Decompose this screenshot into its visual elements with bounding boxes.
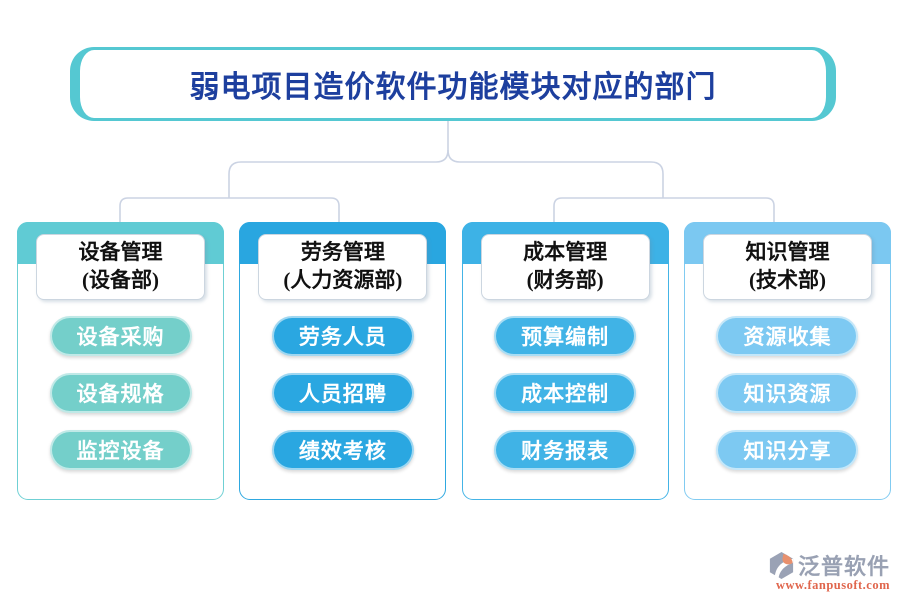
module-department: (财务部) — [526, 268, 604, 292]
watermark-brand-row: 泛普软件 — [767, 549, 890, 581]
feature-pill: 成本控制 — [494, 373, 637, 413]
feature-pill: 知识分享 — [716, 430, 859, 470]
connector-left-arm — [228, 149, 449, 198]
module-cards-row: 设备管理 (设备部) 设备采购 设备规格 监控设备 劳务管理 (人力资源部) 劳… — [17, 222, 891, 500]
connector-left-fork — [119, 197, 340, 222]
card-header: 知识管理 (技术部) — [702, 234, 872, 300]
watermark-url: www.fanpusoft.com — [775, 578, 890, 592]
feature-pill: 预算编制 — [494, 316, 637, 356]
feature-list: 设备采购 设备规格 监控设备 — [18, 316, 223, 470]
module-department: (技术部) — [748, 268, 826, 292]
card-header: 劳务管理 (人力资源部) — [258, 234, 428, 300]
connector-right-fork — [553, 197, 775, 222]
module-name: 成本管理 — [523, 240, 608, 264]
module-name: 设备管理 — [78, 240, 163, 264]
diagram-title-box: 弱电项目造价软件功能模块对应的部门 — [70, 47, 836, 121]
feature-pill: 设备规格 — [49, 373, 192, 413]
module-card-knowledge: 知识管理 (技术部) 资源收集 知识资源 知识分享 — [683, 222, 891, 500]
feature-pill: 劳务人员 — [271, 316, 414, 356]
module-card-equipment: 设备管理 (设备部) 设备采购 设备规格 监控设备 — [17, 222, 224, 500]
module-name: 知识管理 — [745, 240, 830, 264]
module-department: (设备部) — [82, 268, 159, 292]
module-card-cost: 成本管理 (财务部) 预算编制 成本控制 财务报表 — [461, 222, 669, 500]
diagram-title: 弱电项目造价软件功能模块对应的部门 — [189, 71, 717, 104]
card-header: 成本管理 (财务部) — [480, 234, 650, 300]
feature-pill: 知识资源 — [716, 373, 859, 413]
module-department: (人力资源部) — [283, 268, 403, 292]
feature-list: 资源收集 知识资源 知识分享 — [685, 316, 890, 470]
feature-pill: 监控设备 — [49, 430, 192, 470]
watermark: 泛普软件 www.fanpusoft.com — [767, 549, 890, 593]
feature-pill: 财务报表 — [494, 430, 637, 470]
watermark-brand: 泛普软件 — [797, 554, 890, 579]
feature-pill: 设备采购 — [49, 316, 192, 356]
feature-pill: 绩效考核 — [271, 430, 414, 470]
connector-right-arm — [447, 149, 664, 198]
feature-pill: 资源收集 — [716, 316, 859, 356]
card-header: 设备管理 (设备部) — [36, 234, 205, 300]
module-name: 劳务管理 — [300, 240, 385, 264]
fanpu-logo-icon — [769, 551, 794, 579]
feature-list: 预算编制 成本控制 财务报表 — [463, 316, 668, 470]
module-card-labor: 劳务管理 (人力资源部) 劳务人员 人员招聘 绩效考核 — [239, 222, 447, 500]
feature-pill: 人员招聘 — [271, 373, 414, 413]
feature-list: 劳务人员 人员招聘 绩效考核 — [240, 316, 445, 470]
